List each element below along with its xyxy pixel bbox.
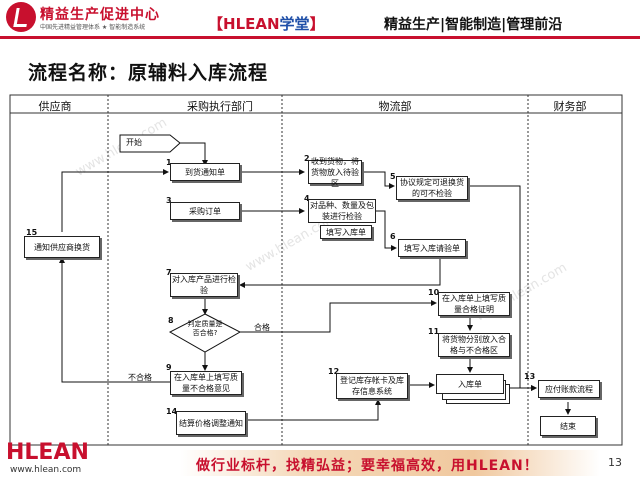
node-quality-decision: 判定质量是否合格? — [187, 320, 223, 337]
edge-n4-n6 — [376, 210, 397, 251]
node-price-adjust: 结算价格调整通知 — [176, 411, 246, 435]
header-tagline: 精益生产|智能制造|管理前沿 — [384, 17, 563, 33]
edge-n6-n7 — [239, 258, 441, 288]
footer-url: www.hlean.com — [10, 465, 82, 475]
edge-label-pass: 合格 — [254, 323, 270, 332]
node-receive-goods: 收到货物，将货物放入待验区 — [308, 157, 362, 188]
decision-diamond — [168, 313, 242, 353]
header-divider — [0, 36, 640, 39]
node-notify-supplier: 通知供应商换货 — [24, 236, 100, 258]
flow-title: 流程名称：原辅料入库流程 — [28, 62, 269, 84]
node-receipt-doc: 入库单 — [436, 374, 504, 394]
node-qualified-cert: 在入库单上填写质量合格证明 — [438, 292, 510, 316]
edge-n14-n12 — [248, 399, 381, 421]
edge-n8-n10 — [240, 300, 437, 333]
node-number: 6 — [390, 232, 396, 241]
node-no-inspection: 协议规定可退换货的可不检验 — [396, 176, 468, 200]
node-number: 14 — [166, 407, 178, 416]
edge-start-n1 — [180, 142, 208, 166]
node-number: 4 — [304, 194, 310, 203]
logo-title: 精益生产促进中心 — [40, 7, 160, 23]
footer-band — [180, 450, 600, 476]
node-sort-goods: 将货物分别放入合格与不合格区 — [438, 333, 510, 357]
node-inspect-products: 对入库产品进行检验 — [170, 273, 238, 297]
start-shape — [119, 134, 181, 153]
node-number: 10 — [428, 288, 440, 297]
node-number: 2 — [304, 154, 310, 163]
node-number: 8 — [168, 316, 174, 325]
node-accounts-payable: 应付账款流程 — [538, 380, 600, 398]
lane-header-logistics: 物流部 — [378, 100, 412, 113]
brand-bracket-left: 【 — [208, 15, 224, 33]
logo-icon — [6, 2, 36, 32]
node-fill-receipt: 填写入库单 — [320, 225, 372, 239]
node-end: 结束 — [540, 416, 596, 436]
lane-header-purchasing: 采购执行部门 — [187, 100, 253, 113]
node-purchase-order: 采购订单 — [170, 202, 240, 220]
page-number: 13 — [608, 456, 622, 469]
brand-bracket-right: 】 — [309, 15, 325, 33]
node-start: 开始 — [126, 138, 142, 147]
swimlane-frame — [9, 94, 623, 446]
edge-n15-n1 — [61, 169, 169, 232]
brand-main: HLEAN — [223, 15, 280, 33]
node-register-inventory: 登记库存帐卡及库存信息系统 — [336, 373, 408, 399]
node-inspect-items: 对品种、数量及包装进行检验 — [308, 199, 376, 223]
logo-subtitle: 中国先进精益管理体系 ★ 智能制造系统 — [40, 24, 146, 31]
edge-n5-n13 — [470, 185, 537, 391]
node-number: 9 — [166, 363, 172, 372]
footer-logo: HLEAN — [6, 440, 89, 465]
brand-title: 【HLEAN学堂】 — [208, 13, 325, 34]
edge-n9-n15 — [59, 257, 170, 383]
node-number: 7 — [166, 268, 172, 277]
edge-n2-n5 — [362, 171, 395, 189]
brand-cn: 学堂 — [279, 15, 310, 33]
node-number: 11 — [428, 327, 440, 336]
node-number: 3 — [166, 196, 172, 205]
node-unqualified-note: 在入库单上填写质量不合格意见 — [170, 371, 242, 395]
footer-slogan: 做行业标杆，找精弘益；要幸福高效，用HLEAN！ — [196, 458, 539, 474]
node-number: 5 — [390, 172, 396, 181]
lane-header-finance: 财务部 — [553, 100, 587, 113]
node-arrival-notice: 到货通知单 — [170, 163, 240, 181]
node-number: 13 — [524, 372, 536, 381]
lane-header-supplier: 供应商 — [38, 100, 72, 113]
node-number: 1 — [166, 158, 172, 167]
edge-label-fail: 不合格 — [128, 373, 152, 382]
node-inspection-request: 填写入库请验单 — [398, 239, 466, 257]
node-number: 12 — [328, 367, 340, 376]
node-number: 15 — [26, 228, 38, 237]
